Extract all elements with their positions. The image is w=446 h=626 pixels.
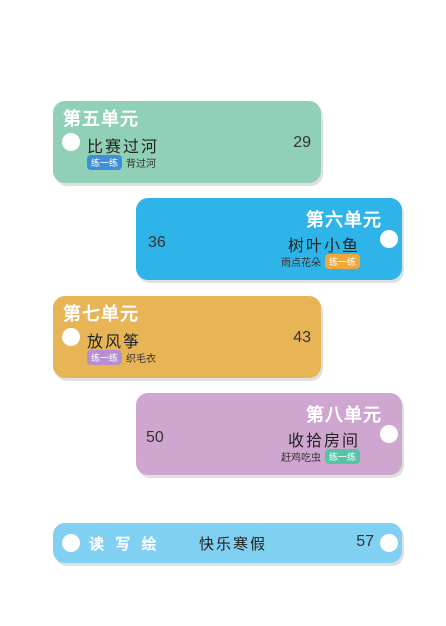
binder-hole-left <box>62 534 80 552</box>
binder-hole-right <box>380 534 398 552</box>
lesson-exercise: 练一练 背过河 <box>87 155 156 170</box>
lesson-title: 收拾房间 <box>287 431 360 450</box>
unit-title: 第七单元 <box>63 304 139 325</box>
lesson-exercise: 雨点花朵 练一练 <box>281 254 360 269</box>
unit-title: 第五单元 <box>63 109 139 130</box>
page-number: 29 <box>293 134 311 151</box>
unit-title: 第八单元 <box>306 405 382 426</box>
unit-title: 第六单元 <box>306 210 382 231</box>
exercise-name: 背过河 <box>126 159 157 170</box>
final-label: 读 写 绘 <box>89 535 160 553</box>
page-number: 36 <box>148 234 166 251</box>
lesson-title: 放风筝 <box>87 332 142 351</box>
practice-tag: 练一练 <box>87 350 123 365</box>
practice-tag: 练一练 <box>324 449 360 464</box>
final-title: 快乐寒假 <box>199 535 268 553</box>
practice-tag: 练一练 <box>324 254 360 269</box>
unit-card-7[interactable]: 第七单元 放风筝 练一练 织毛衣 43 <box>53 296 321 378</box>
lesson-title: 比赛过河 <box>87 137 160 156</box>
lesson-exercise: 练一练 织毛衣 <box>87 350 156 365</box>
binder-hole <box>380 230 398 248</box>
unit-card-5[interactable]: 第五单元 比赛过河 练一练 背过河 29 <box>53 101 321 183</box>
binder-hole <box>62 328 80 346</box>
lesson-exercise: 赶鸡吃虫 练一练 <box>281 449 360 464</box>
binder-hole <box>380 425 398 443</box>
lesson-title: 树叶小鱼 <box>287 236 360 255</box>
binder-hole <box>62 133 80 151</box>
unit-card-8[interactable]: 第八单元 收拾房间 赶鸡吃虫 练一练 50 <box>136 393 402 475</box>
exercise-name: 雨点花朵 <box>280 258 321 269</box>
unit-card-6[interactable]: 第六单元 树叶小鱼 雨点花朵 练一练 36 <box>136 198 402 280</box>
page-number: 50 <box>146 429 164 446</box>
final-card[interactable]: 读 写 绘 快乐寒假 57 <box>53 523 402 563</box>
page-number: 57 <box>356 533 374 550</box>
exercise-name: 织毛衣 <box>126 354 157 365</box>
page-number: 43 <box>293 329 311 346</box>
practice-tag: 练一练 <box>87 155 123 170</box>
exercise-name: 赶鸡吃虫 <box>280 453 321 464</box>
